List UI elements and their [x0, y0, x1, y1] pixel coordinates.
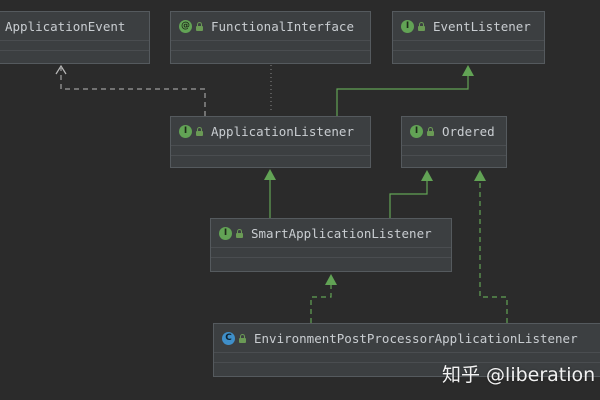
node-smart-application-listener[interactable]: I SmartApplicationListener	[210, 218, 452, 272]
interface-badge-icon: I	[219, 226, 232, 240]
lock-icon	[195, 126, 204, 136]
edge-smart-to-ordered	[389, 170, 433, 218]
node-ordered[interactable]: I Ordered	[401, 116, 507, 168]
edge-applistener-to-eventlistener	[336, 65, 474, 116]
annotation-badge-icon: @	[179, 19, 192, 33]
interface-badge-icon: I	[410, 124, 423, 138]
node-application-event[interactable]: ApplicationEvent	[0, 11, 150, 64]
edge-smart-to-applistener	[264, 169, 276, 218]
node-label: EnvironmentPostProcessorApplicationListe…	[254, 330, 578, 346]
node-environment-post-processor-application-listener[interactable]: C EnvironmentPostProcessorApplicationLis…	[213, 323, 600, 377]
node-functional-interface[interactable]: @ FunctionalInterface	[170, 11, 371, 64]
interface-badge-icon: I	[179, 124, 192, 138]
node-label: ApplicationEvent	[5, 18, 126, 34]
edge-envpp-to-ordered	[474, 170, 508, 323]
node-application-listener[interactable]: I ApplicationListener	[170, 116, 371, 168]
edge-envpp-to-smart	[310, 274, 337, 323]
node-label: Ordered	[442, 123, 495, 139]
lock-icon	[195, 21, 204, 31]
interface-badge-icon: I	[401, 19, 414, 33]
node-label: ApplicationListener	[211, 123, 354, 139]
lock-icon	[235, 228, 244, 238]
node-label: SmartApplicationListener	[251, 225, 432, 241]
node-label: EventListener	[433, 18, 531, 34]
node-event-listener[interactable]: I EventListener	[392, 11, 545, 64]
lock-icon	[417, 21, 426, 31]
lock-icon	[426, 126, 435, 136]
class-badge-icon: C	[222, 331, 235, 345]
edge-applistener-to-appevent	[55, 64, 206, 116]
node-label: FunctionalInterface	[211, 18, 354, 34]
lock-icon	[238, 333, 247, 343]
watermark: 知乎 @liberation	[442, 364, 596, 386]
